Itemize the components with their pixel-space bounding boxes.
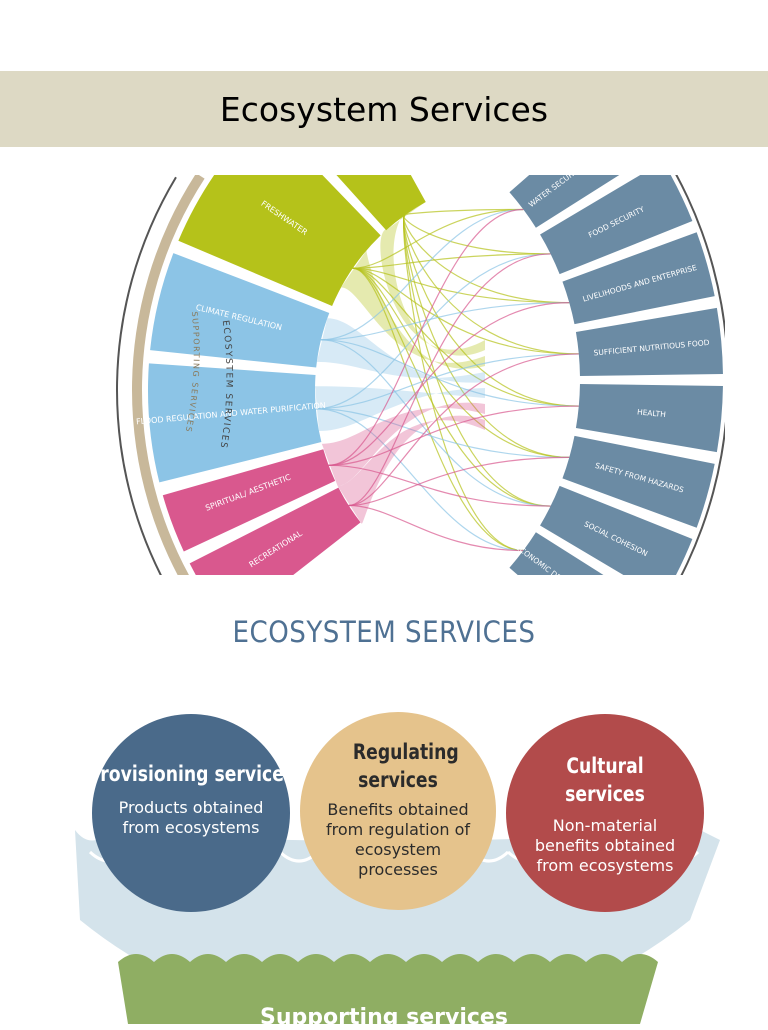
flow-strand xyxy=(320,339,579,407)
flow-fan xyxy=(315,386,485,432)
flow-strand xyxy=(352,267,579,407)
flow-strand xyxy=(328,208,524,466)
supporting-services-label: Supporting services xyxy=(260,1005,508,1030)
flow-strand xyxy=(352,267,524,552)
service-segment xyxy=(148,363,322,483)
flow-strand xyxy=(328,302,570,466)
flow-strand xyxy=(348,456,570,507)
flow-strand xyxy=(315,408,524,552)
flow-strand xyxy=(348,504,524,552)
flow-fan xyxy=(337,415,485,524)
regulating-body: Benefits obtained from regulation of eco… xyxy=(325,800,471,879)
wellbeing-segment xyxy=(540,485,693,575)
service-segment xyxy=(336,175,426,231)
flow-strand xyxy=(352,267,551,507)
flow-strand xyxy=(348,253,551,507)
flow-strand xyxy=(352,267,570,458)
flow-strand xyxy=(328,405,579,466)
flow-strand xyxy=(348,353,579,507)
slide-title: Ecosystem Services xyxy=(219,89,549,129)
service-segment xyxy=(178,175,381,306)
flow-strand xyxy=(403,214,570,304)
wellbeing-segment xyxy=(562,232,715,325)
wellbeing-segment xyxy=(575,307,723,377)
flow-fan xyxy=(316,318,485,383)
wellbeing-segment xyxy=(509,175,620,228)
service-segment xyxy=(150,253,330,368)
supporting-layer xyxy=(118,954,658,1024)
provisioning-body: Products obtained from ecosystems xyxy=(118,798,264,837)
provisioning-services-circle: Provisioning services Products obtained … xyxy=(88,714,294,912)
flow-fan xyxy=(341,250,485,369)
supporting-ring-arc xyxy=(131,175,205,575)
flow-strand xyxy=(315,253,551,410)
service-segment xyxy=(189,487,361,575)
flow-strand xyxy=(315,408,570,458)
flow-strand xyxy=(320,302,570,341)
wellbeing-segment xyxy=(562,435,715,528)
cultural-services-circle: Cultural services Non-material benefits … xyxy=(506,714,704,912)
cultural-body: Non-material benefits obtained from ecos… xyxy=(534,816,676,875)
flow-strand xyxy=(352,267,579,355)
wellbeing-segment xyxy=(540,175,693,275)
cultural-heading: Cultural services xyxy=(565,754,645,806)
flow-strand xyxy=(320,339,551,507)
wellbeing-label: HEALTH xyxy=(637,407,667,419)
flow-fan xyxy=(321,402,485,486)
services-heading: ECOSYSTEM SERVICES xyxy=(232,615,536,649)
service-segment xyxy=(162,449,336,552)
flow-strand xyxy=(403,214,570,458)
flow-strand xyxy=(320,208,524,341)
wellbeing-segments: WATER SECURITY AND SANITATIONFOOD SECURI… xyxy=(509,175,725,575)
supporting-services-ring xyxy=(116,175,205,575)
flow-strand xyxy=(328,464,551,507)
wellbeing-segment xyxy=(509,532,604,575)
wellbeing-segment xyxy=(575,383,723,453)
title-bar: Ecosystem Services xyxy=(0,71,768,147)
flow-strand xyxy=(352,267,570,304)
flow-strand xyxy=(352,253,551,269)
regulating-heading: Regulating services xyxy=(352,740,459,792)
flow-ribbons xyxy=(315,202,579,552)
flow-strand xyxy=(403,214,524,552)
regulating-services-circle: Regulating services Benefits obtained fr… xyxy=(300,712,496,910)
provisioning-heading: Provisioning services xyxy=(87,762,295,786)
flow-strand xyxy=(352,208,524,269)
flow-fan xyxy=(380,202,485,356)
